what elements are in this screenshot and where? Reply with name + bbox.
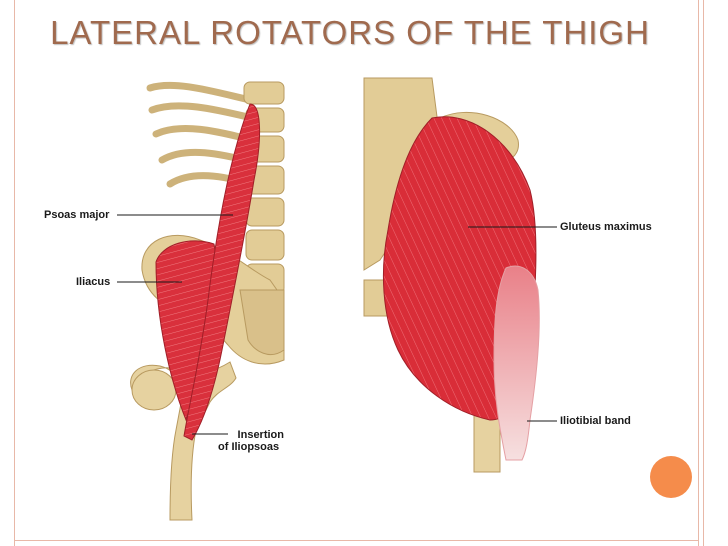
accent-dot	[650, 456, 692, 498]
femur-head	[131, 369, 177, 411]
left-skeleton-figure	[130, 81, 285, 521]
frame-right-line	[698, 0, 699, 546]
label-leader-lines	[117, 214, 557, 435]
iliotibial-band	[493, 265, 540, 461]
frame-right-line-outer	[703, 0, 704, 546]
insertion-label-line2: of Iliopsoas	[218, 441, 280, 453]
frame-left-line	[14, 0, 15, 546]
gluteus-maximus-label: Gluteus maximus	[560, 221, 652, 233]
insertion-label-line1: Insertion	[237, 429, 284, 441]
slide-title: LATERAL ROTATORS OF THE THIGH	[50, 14, 650, 51]
right-gluteal-figure	[363, 77, 540, 473]
psoas-major-muscle	[183, 103, 261, 441]
iliacus-label: Iliacus	[76, 276, 111, 288]
iliotibial-band-label: Iliotibial band	[560, 415, 631, 427]
sacrum	[239, 289, 285, 355]
frame-bottom-line	[14, 540, 699, 541]
psoas-major-label: Psoas major	[44, 209, 110, 221]
